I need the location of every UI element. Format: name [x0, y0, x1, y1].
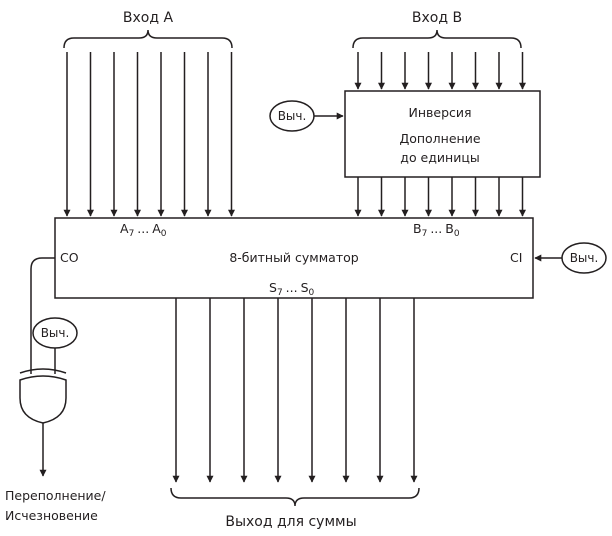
input-a-wires [63, 52, 235, 217]
input-b-label: Вход B [412, 10, 462, 26]
sum-output-label: Выход для суммы [225, 514, 356, 530]
inverter-output-wires [354, 177, 526, 217]
overflow-label-line2: Исчезновение [5, 508, 98, 523]
a-bits-label: A7...A0 [120, 221, 167, 239]
inverter-line2: до единицы [400, 150, 479, 165]
sum-output-bracket [170, 487, 420, 507]
carry-out-label: CO [60, 250, 79, 265]
sum-output-wires [172, 298, 418, 483]
input-b-wires [354, 52, 526, 90]
xor-gate-input-curve [19, 368, 67, 374]
xor-gate [19, 375, 67, 424]
b-bits-label: B7...B0 [413, 221, 460, 239]
carry-out-wire [30, 257, 55, 374]
input-a-label: Вход A [123, 10, 174, 26]
sum-bits-label: S7...S0 [269, 280, 315, 298]
sub-signal-inverter-label: Выч. [278, 109, 307, 123]
overflow-label-line1: Переполнение/ [5, 488, 106, 503]
adder-box [54, 217, 534, 299]
input-a-bracket [63, 29, 233, 49]
sub-signal-xor-label: Выч. [41, 326, 70, 340]
input-b-bracket [352, 29, 522, 49]
inverter-line1: Дополнение [399, 131, 480, 146]
adder-title: 8-битный сумматор [229, 250, 358, 265]
carry-in-label: CI [510, 250, 522, 265]
sub-signal-carry-in-label: Выч. [570, 251, 599, 265]
inverter-box [344, 90, 541, 178]
inverter-title: Инверсия [408, 105, 471, 120]
